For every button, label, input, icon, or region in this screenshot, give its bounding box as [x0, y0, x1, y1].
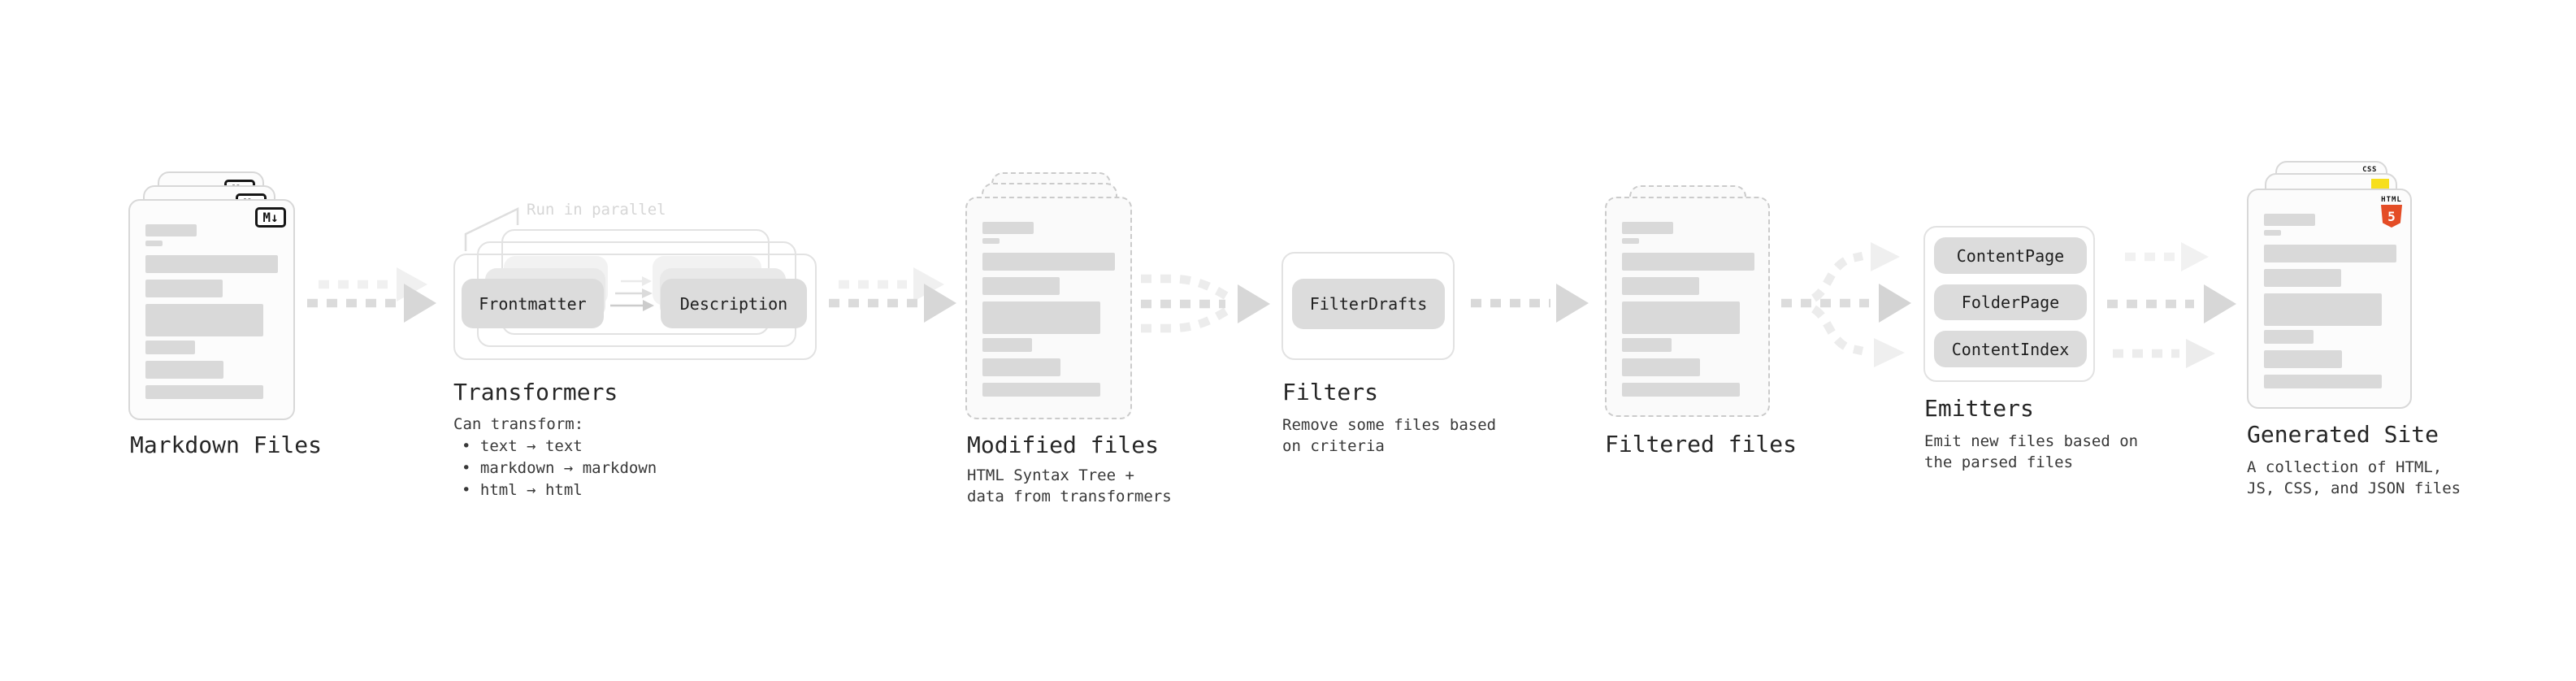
note-line: A collection of HTML, — [2247, 458, 2443, 476]
stage-generated-site: CSS HTML 5 Generated Site A collection o… — [2247, 161, 2474, 510]
stage-label-markdown-files: Markdown Files — [130, 432, 323, 458]
html5-word: HTML — [2381, 196, 2402, 204]
file-card-front — [1605, 197, 1770, 417]
emitters-note: Emit new files based on the parsed files — [1924, 431, 2138, 473]
note-line: • text → text — [462, 437, 583, 455]
filters-note: Remove some files based on criteria — [1282, 414, 1496, 457]
modified-note: HTML Syntax Tree + data from transformer… — [967, 465, 1172, 507]
note-line: the parsed files — [1924, 453, 2074, 471]
stage-markdown-files: M↓ M↓ M↓ Markdown Files — [128, 171, 356, 513]
html5-five: 5 — [2387, 208, 2396, 224]
file-card-front: HTML 5 — [2247, 189, 2412, 409]
markdown-icon: M↓ — [255, 207, 286, 228]
transformer-pill-description: Description — [661, 279, 807, 328]
note-line: • html → html — [462, 481, 583, 499]
file-card-front: M↓ — [128, 199, 295, 420]
note-line: Emit new files based on — [1924, 432, 2139, 450]
emitter-pill-folderpage: FolderPage — [1934, 284, 2087, 320]
html5-icon: HTML 5 — [2380, 196, 2403, 228]
stage-label-transformers: Transformers — [453, 379, 618, 406]
skeleton-bars — [982, 222, 1115, 397]
run-in-parallel-callout: Run in parallel — [527, 201, 666, 219]
emitter-pill-contentpage: ContentPage — [1934, 237, 2087, 274]
skeleton-bars — [2264, 214, 2396, 388]
transformers-note: Can transform: • text → text • markdown … — [453, 414, 657, 501]
note-line: • markdown → markdown — [462, 459, 657, 477]
note-line: JS, CSS, and JSON files — [2247, 479, 2461, 497]
stage-label-filters: Filters — [1282, 379, 1379, 406]
emitter-pill-contentindex: ContentIndex — [1934, 331, 2087, 367]
stage-transformers: Run in parallel Frontmatter Description … — [453, 201, 843, 545]
generated-note: A collection of HTML, JS, CSS, and JSON … — [2247, 457, 2461, 499]
js-icon — [2371, 179, 2389, 189]
file-card-front — [965, 197, 1132, 419]
stage-label-modified-files: Modified files — [967, 432, 1160, 458]
filter-pill-filterdrafts: FilterDrafts — [1292, 279, 1445, 329]
html5-shield: 5 — [2381, 205, 2402, 228]
stage-label-filtered-files: Filtered files — [1605, 431, 1798, 458]
stage-modified-files: Modified files HTML Syntax Tree + data f… — [965, 172, 1193, 522]
stage-emitters: ContentPage FolderPage ContentIndex Emit… — [1923, 226, 2151, 502]
stage-label-generated-site: Generated Site — [2247, 421, 2439, 448]
stage-filters: FilterDrafts Filters Remove some files b… — [1281, 252, 1509, 520]
arrow-transformers-to-modified — [829, 267, 956, 323]
note-line: HTML Syntax Tree + — [967, 466, 1134, 484]
note-line: Remove some files based — [1282, 416, 1497, 434]
note-line: on criteria — [1282, 437, 1385, 455]
transformer-box-front — [453, 254, 817, 360]
skeleton-bars — [1622, 222, 1754, 397]
transformer-pill-frontmatter: Frontmatter — [462, 279, 604, 328]
stage-label-emitters: Emitters — [1924, 395, 2034, 422]
note-line: Can transform: — [453, 415, 584, 433]
skeleton-bars — [145, 224, 278, 399]
css-word: CSS — [2362, 166, 2377, 174]
stage-filtered-files: Filtered files — [1605, 185, 1832, 478]
note-line: data from transformers — [967, 488, 1172, 505]
